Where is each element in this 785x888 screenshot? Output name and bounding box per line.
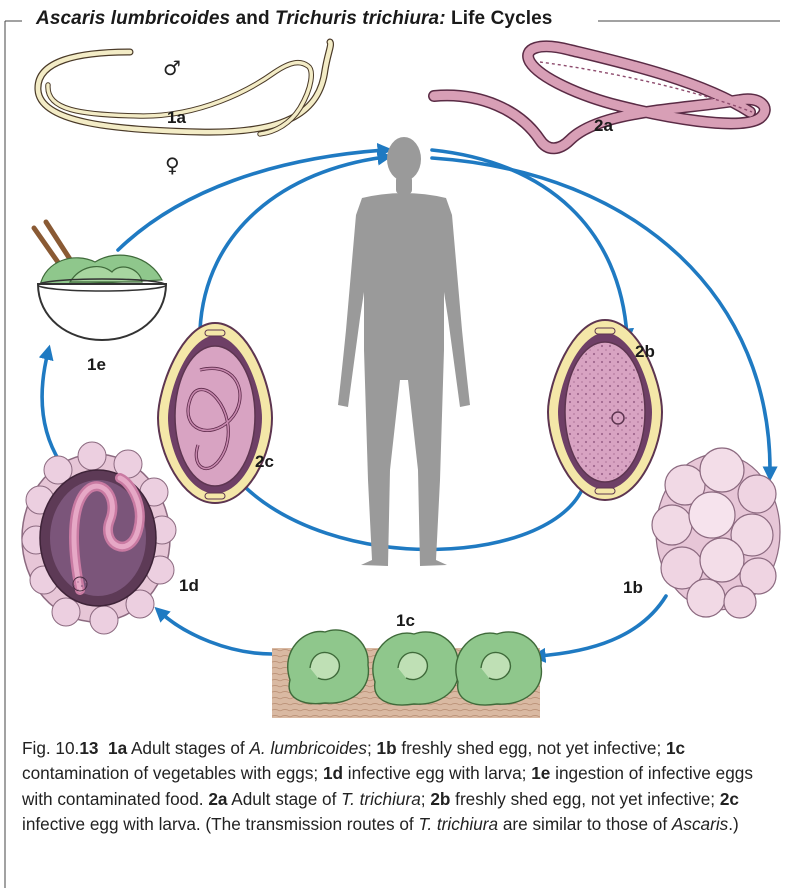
male-symbol: ♂ bbox=[163, 56, 181, 80]
caption-text: contamination of vegetables with eggs; bbox=[22, 763, 323, 783]
label-1c: 1c bbox=[396, 611, 415, 630]
ascaris-fresh-egg-1b bbox=[652, 448, 780, 618]
label-1b: 1b bbox=[623, 578, 643, 597]
caption-text: Adult stages of bbox=[127, 738, 249, 758]
caption-text: .) bbox=[728, 814, 739, 834]
ascaris-infective-egg-1d bbox=[22, 442, 176, 634]
caption-text: freshly shed egg, not yet infective; bbox=[450, 789, 719, 809]
figure-caption: Fig. 10.13 1a Adult stages of A. lumbric… bbox=[22, 736, 764, 838]
caption-species: T. trichiura bbox=[418, 814, 498, 834]
caption-1e: 1e bbox=[531, 763, 550, 783]
figure-title: Ascaris lumbricoides and Trichuris trich… bbox=[28, 8, 560, 30]
caption-fig-number: 13 bbox=[79, 738, 98, 758]
arrow-1c-to-1d bbox=[160, 612, 272, 654]
arrow-1d-to-1e bbox=[42, 352, 60, 462]
human-host-figure bbox=[338, 137, 470, 566]
caption-1a: 1a bbox=[108, 738, 127, 758]
caption-text: ; bbox=[367, 738, 377, 758]
label-1d: 1d bbox=[179, 576, 199, 595]
caption-text: freshly shed egg, not yet infective; bbox=[397, 738, 666, 758]
arrow-1b-to-1c bbox=[538, 596, 666, 656]
caption-2a: 2a bbox=[208, 789, 227, 809]
label-1e: 1e bbox=[87, 355, 106, 374]
label-2b: 2b bbox=[635, 342, 655, 361]
caption-1c: 1c bbox=[666, 738, 685, 758]
caption-fig-prefix: Fig. 10. bbox=[22, 738, 79, 758]
title-life-cycles: Life Cycles bbox=[446, 8, 553, 29]
female-symbol: ♀ bbox=[165, 153, 180, 177]
label-2c: 2c bbox=[255, 452, 274, 471]
caption-1b: 1b bbox=[377, 738, 397, 758]
label-1a: 1a bbox=[167, 108, 186, 127]
trichuris-embryonated-egg-2c bbox=[158, 323, 272, 503]
title-italic-trichuris: Trichuris trichiura: bbox=[275, 8, 446, 29]
label-2a: 2a bbox=[594, 116, 613, 135]
caption-text: infective egg with larva. (The transmiss… bbox=[22, 814, 418, 834]
arrow-2b-to-2c bbox=[236, 478, 585, 549]
caption-2c: 2c bbox=[720, 789, 739, 809]
caption-text: infective egg with larva; bbox=[343, 763, 531, 783]
caption-text: are similar to those of bbox=[498, 814, 672, 834]
title-and: and bbox=[230, 8, 275, 29]
arrow-2a-to-2b bbox=[432, 150, 627, 336]
caption-text: Adult stage of bbox=[227, 789, 341, 809]
salad-bowl-1e bbox=[34, 222, 166, 340]
caption-species: T. trichiura bbox=[341, 789, 421, 809]
caption-1d: 1d bbox=[323, 763, 343, 783]
caption-genus: Ascaris bbox=[672, 814, 728, 834]
title-italic-ascaris: Ascaris lumbricoides bbox=[36, 8, 230, 29]
caption-text: ; bbox=[421, 789, 431, 809]
caption-2b: 2b bbox=[430, 789, 450, 809]
caption-species: A. lumbricoides bbox=[249, 738, 367, 758]
contaminated-vegetables-1c bbox=[272, 630, 541, 718]
